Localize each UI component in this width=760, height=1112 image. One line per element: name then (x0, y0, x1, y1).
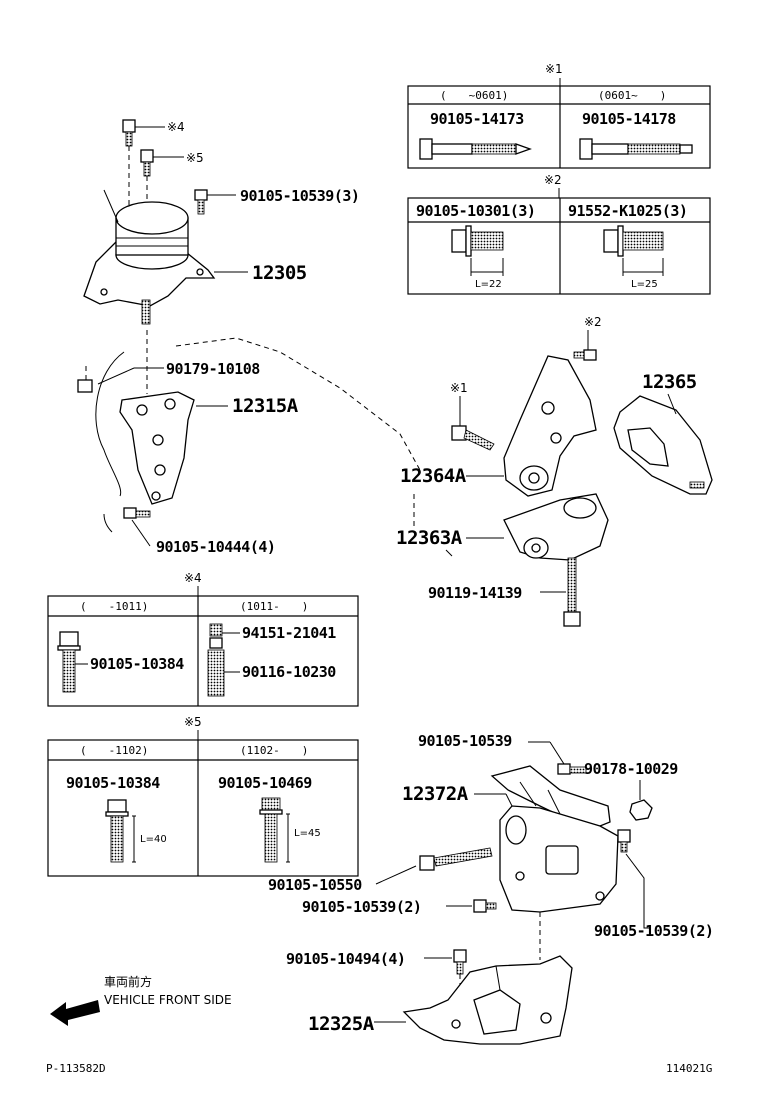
long-bolt-icon (419, 138, 532, 160)
vehicle-front-arrow-icon (50, 1000, 100, 1026)
table2-col1-length: L=22 (475, 279, 502, 290)
note-marker-4: ※4 (184, 571, 202, 585)
table5-col2-header: (1102- ) (240, 744, 308, 757)
callout-12372A: 12372A (402, 783, 469, 805)
transmission-mount-bracket-12364A (503, 355, 597, 497)
bolt-table-4: ( -1011) (1011- ) 90105-10384 94151-2104… (47, 595, 359, 707)
transmission-mount-insulator-12363A (503, 493, 609, 561)
note-marker-1: ※1 (545, 62, 563, 76)
mount-cover-12365 (613, 395, 713, 495)
note-marker-2: ※2 (544, 173, 562, 187)
small-bolt-icon (140, 149, 154, 177)
note-marker-2-ref: ※2 (584, 315, 602, 329)
callout-90105-10539-2b: 90105-10539(2) (594, 922, 713, 940)
long-bolt-icon (451, 425, 495, 451)
note-marker-4-ref: ※4 (167, 120, 185, 134)
callout-12363A: 12363A (396, 527, 463, 549)
small-bolt-icon (573, 349, 597, 361)
table5-col1-header: ( -1102) (80, 744, 148, 757)
callout-12315A: 12315A (232, 395, 299, 417)
flange-bolt-icon: L=45 (259, 797, 321, 863)
small-bolt-icon (123, 507, 151, 519)
reference-code-right: 114021G (666, 1062, 712, 1075)
table4-col1-part: 90105-10384 (90, 655, 184, 673)
small-bolt-icon (453, 949, 467, 975)
callout-90105-10494-4: 90105-10494(4) (286, 950, 405, 968)
callout-12305: 12305 (252, 262, 307, 284)
small-bolt-icon (473, 899, 497, 913)
callout-12365: 12365 (642, 371, 697, 393)
table4-col2-header: (1011- ) (240, 600, 308, 613)
engine-mount-insulator-12305 (83, 189, 216, 325)
table2-col1-part: 90105-10301(3) (416, 202, 535, 220)
small-bolt-icon (122, 119, 136, 147)
callout-12364A: 12364A (400, 465, 467, 487)
bolt-table-1: ( ~0601) (0601~ ) 90105-14173 90105-1417… (407, 85, 711, 169)
flange-bolt-icon: L=25 (603, 225, 664, 290)
callout-90105-10539-3: 90105-10539(3) (240, 187, 359, 205)
nut-icon (629, 799, 653, 821)
callout-90105-10444-4: 90105-10444(4) (156, 538, 275, 556)
flange-bolt-icon: L=40 (105, 799, 167, 863)
callout-90178-10029: 90178-10029 (584, 760, 678, 778)
table4-col2-part-a: 94151-21041 (242, 624, 336, 642)
callout-12325A: 12325A (308, 1013, 375, 1035)
flange-bolt-icon (57, 631, 81, 693)
table5-col2-part: 90105-10469 (218, 774, 312, 792)
table1-col2-part: 90105-14178 (582, 110, 676, 128)
long-bolt-icon (579, 138, 693, 160)
long-bolt-icon (419, 847, 493, 871)
note-marker-1-ref: ※1 (450, 381, 468, 395)
note-marker-5: ※5 (184, 715, 202, 729)
small-bolt-icon (617, 829, 631, 853)
callout-90105-10539-top: 90105-10539 (418, 732, 512, 750)
bolt-table-2: 90105-10301(3) 91552-K1025(3) L=22 L=25 (407, 197, 711, 295)
table1-col1-header: ( ~0601) (440, 89, 508, 102)
table5-col1-length: L=40 (140, 834, 167, 845)
callout-90179-10108: 90179-10108 (166, 360, 260, 378)
reference-code-left: P-113582D (46, 1062, 106, 1075)
callout-90105-10550: 90105-10550 (268, 876, 362, 894)
nut-icon (77, 379, 93, 393)
table5-col2-length: L=45 (294, 828, 321, 839)
note-marker-5-ref: ※5 (186, 151, 204, 165)
table4-col1-header: ( -1011) (80, 600, 148, 613)
small-bolt-icon (194, 189, 208, 215)
flange-bolt-icon: L=22 (451, 225, 504, 290)
long-bolt-icon (563, 557, 581, 627)
small-bolt-icon (557, 763, 587, 775)
table1-col2-header: (0601~ ) (598, 89, 666, 102)
engine-mount-bracket-12372A (490, 765, 619, 913)
callout-90119-14139: 90119-14139 (428, 584, 522, 602)
table5-col1-part: 90105-10384 (66, 774, 160, 792)
stud-bolt-icon (207, 623, 225, 697)
table2-col2-part: 91552-K1025(3) (568, 202, 687, 220)
table4-col2-part-b: 90116-10230 (242, 663, 336, 681)
direction-label-en: VEHICLE FRONT SIDE (104, 993, 232, 1007)
callout-90105-10539-2a: 90105-10539(2) (302, 898, 421, 916)
table2-col2-length: L=25 (631, 279, 658, 290)
engine-mount-bracket-12325A (402, 955, 573, 1045)
table1-col1-part: 90105-14173 (430, 110, 524, 128)
direction-label-jp: 車両前方 (104, 974, 152, 989)
bolt-table-5: ( -1102) (1102- ) 90105-10384 90105-1046… (47, 739, 359, 877)
engine-mount-bracket-12315A (119, 391, 195, 505)
